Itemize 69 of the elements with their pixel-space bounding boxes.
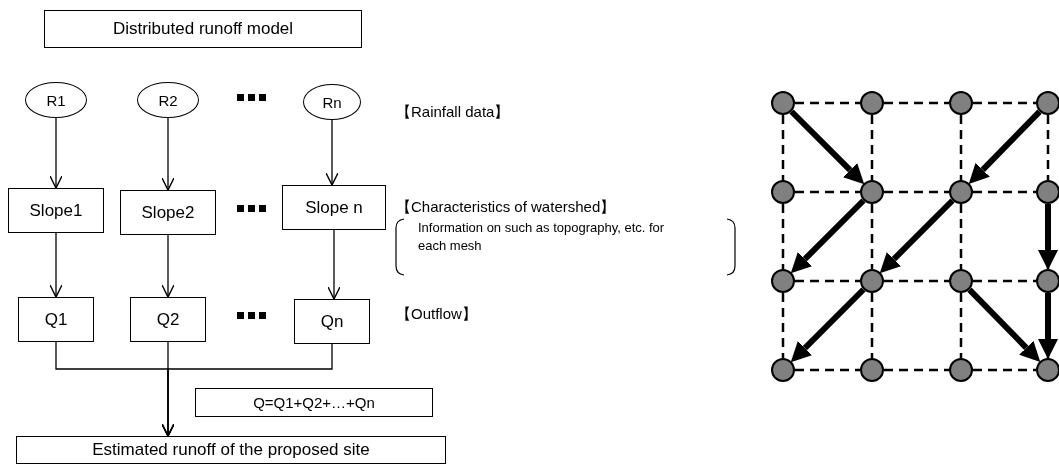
connector-line <box>795 368 860 372</box>
arrow <box>49 117 63 189</box>
note-text: Information on such as topography, etc. for each mesh <box>418 219 666 255</box>
process-box: Slope1 <box>8 188 104 233</box>
arrow <box>161 234 175 298</box>
grid-node <box>860 358 884 382</box>
connector-line <box>870 115 874 180</box>
formula-box: Q=Q1+Q2+…+Qn <box>195 388 433 417</box>
process-box: Slope2 <box>120 190 216 235</box>
arrow <box>968 109 1042 185</box>
arrow <box>325 119 339 186</box>
connector-line <box>781 204 785 269</box>
connector-line <box>959 204 963 269</box>
grid-node <box>949 358 973 382</box>
connector-line <box>795 190 860 194</box>
connector-line <box>795 279 860 283</box>
grid-node <box>771 180 795 204</box>
connector-line <box>781 115 785 180</box>
connector-line <box>959 115 963 180</box>
connector-line <box>795 101 860 105</box>
process-box: Q1 <box>18 297 94 342</box>
process-box: Qn <box>294 299 370 344</box>
connector-line <box>959 293 963 358</box>
arrow <box>879 198 955 274</box>
arrow <box>789 109 865 185</box>
connector-line <box>973 279 1036 283</box>
connector-line <box>973 368 1036 372</box>
result-box: Estimated runoff of the proposed site <box>16 436 446 464</box>
arrow <box>1038 204 1058 270</box>
arrow <box>161 343 333 437</box>
arrow <box>49 232 63 298</box>
grid-node <box>860 269 884 293</box>
grid-node <box>1036 358 1059 382</box>
connector-line <box>870 204 874 269</box>
process-box: Slope n <box>282 185 386 230</box>
connector-line <box>884 279 949 283</box>
grid-node <box>771 91 795 115</box>
title-box: Distributed runoff model <box>44 10 362 48</box>
grid-node <box>949 91 973 115</box>
grid-node <box>1036 180 1059 204</box>
connector-line <box>973 190 1036 194</box>
arrow <box>967 287 1041 363</box>
rainfall-ellipse: R1 <box>25 82 87 118</box>
arrow <box>161 117 175 191</box>
section-label: 【Outflow】 <box>396 304 478 324</box>
connector-line <box>870 293 874 358</box>
connector-line <box>884 190 949 194</box>
connector-line <box>1046 115 1050 180</box>
grid-node <box>949 269 973 293</box>
arrow <box>790 287 866 363</box>
grid-node <box>1036 91 1059 115</box>
grid-node <box>860 180 884 204</box>
process-box: Q2 <box>130 297 206 342</box>
grid-node <box>1036 269 1059 293</box>
section-label: 【Characteristics of watershed】 <box>396 197 617 217</box>
connector-line <box>884 368 949 372</box>
grid-node <box>771 358 795 382</box>
grid-node <box>860 91 884 115</box>
rainfall-ellipse: R2 <box>137 82 199 118</box>
arrow <box>1038 293 1058 359</box>
connector-line <box>884 101 949 105</box>
grid-node <box>949 180 973 204</box>
connector-line <box>781 293 785 358</box>
connector-line <box>973 101 1036 105</box>
section-label: 【Rainfall data】 <box>396 102 511 122</box>
arrow <box>327 229 341 300</box>
rainfall-ellipse: Rn <box>303 84 361 120</box>
arrow <box>790 198 866 274</box>
grid-node <box>771 269 795 293</box>
